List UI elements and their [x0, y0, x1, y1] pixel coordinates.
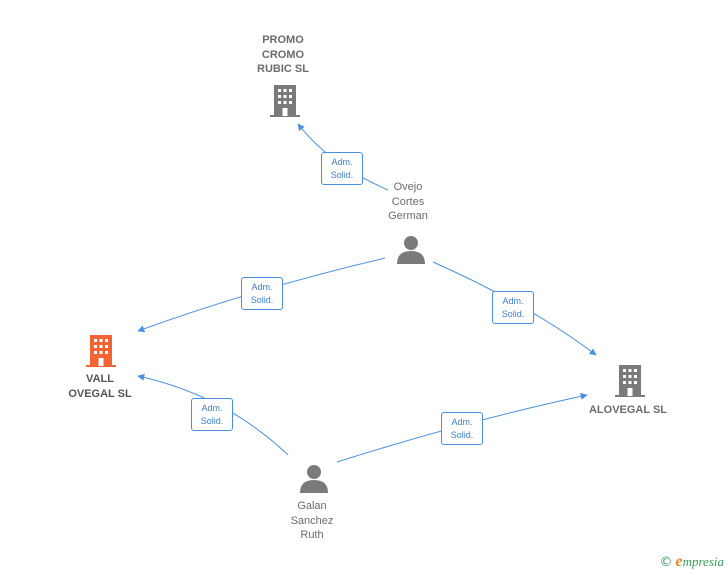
- edge-label-galan-alovegal[interactable]: Adm. Solid.: [441, 412, 483, 445]
- company-label-vall-ovegal[interactable]: VALL OVEGAL SL: [68, 373, 132, 400]
- person-icon[interactable]: [300, 465, 328, 493]
- copyright-icon: ©: [659, 555, 673, 570]
- person-label-galan-sanchez-ruth[interactable]: Galan Sanchez Ruth: [290, 500, 334, 541]
- empresia-logo[interactable]: ©empresia: [659, 553, 724, 571]
- person-icon[interactable]: [397, 236, 425, 264]
- company-label-promo-cromo-rubic[interactable]: PROMO CROMO RUBIC SL: [257, 34, 309, 75]
- person-label-ovejo-cortes-german[interactable]: Ovejo Cortes German: [388, 181, 428, 222]
- building-icon[interactable]: [615, 365, 645, 397]
- building-icon[interactable]: [270, 85, 300, 117]
- edge-label-ovejo-promo[interactable]: Adm. Solid.: [321, 152, 363, 185]
- edge-label-ovejo-alovegal[interactable]: Adm. Solid.: [492, 291, 534, 324]
- edge-label-galan-vall[interactable]: Adm. Solid.: [191, 398, 233, 431]
- brand-name: mpresia: [682, 554, 724, 569]
- building-icon[interactable]: [86, 335, 116, 367]
- edge-label-ovejo-vall[interactable]: Adm. Solid.: [241, 277, 283, 310]
- company-label-alovegal[interactable]: ALOVEGAL SL: [588, 404, 668, 416]
- brand-initial: e: [675, 553, 683, 570]
